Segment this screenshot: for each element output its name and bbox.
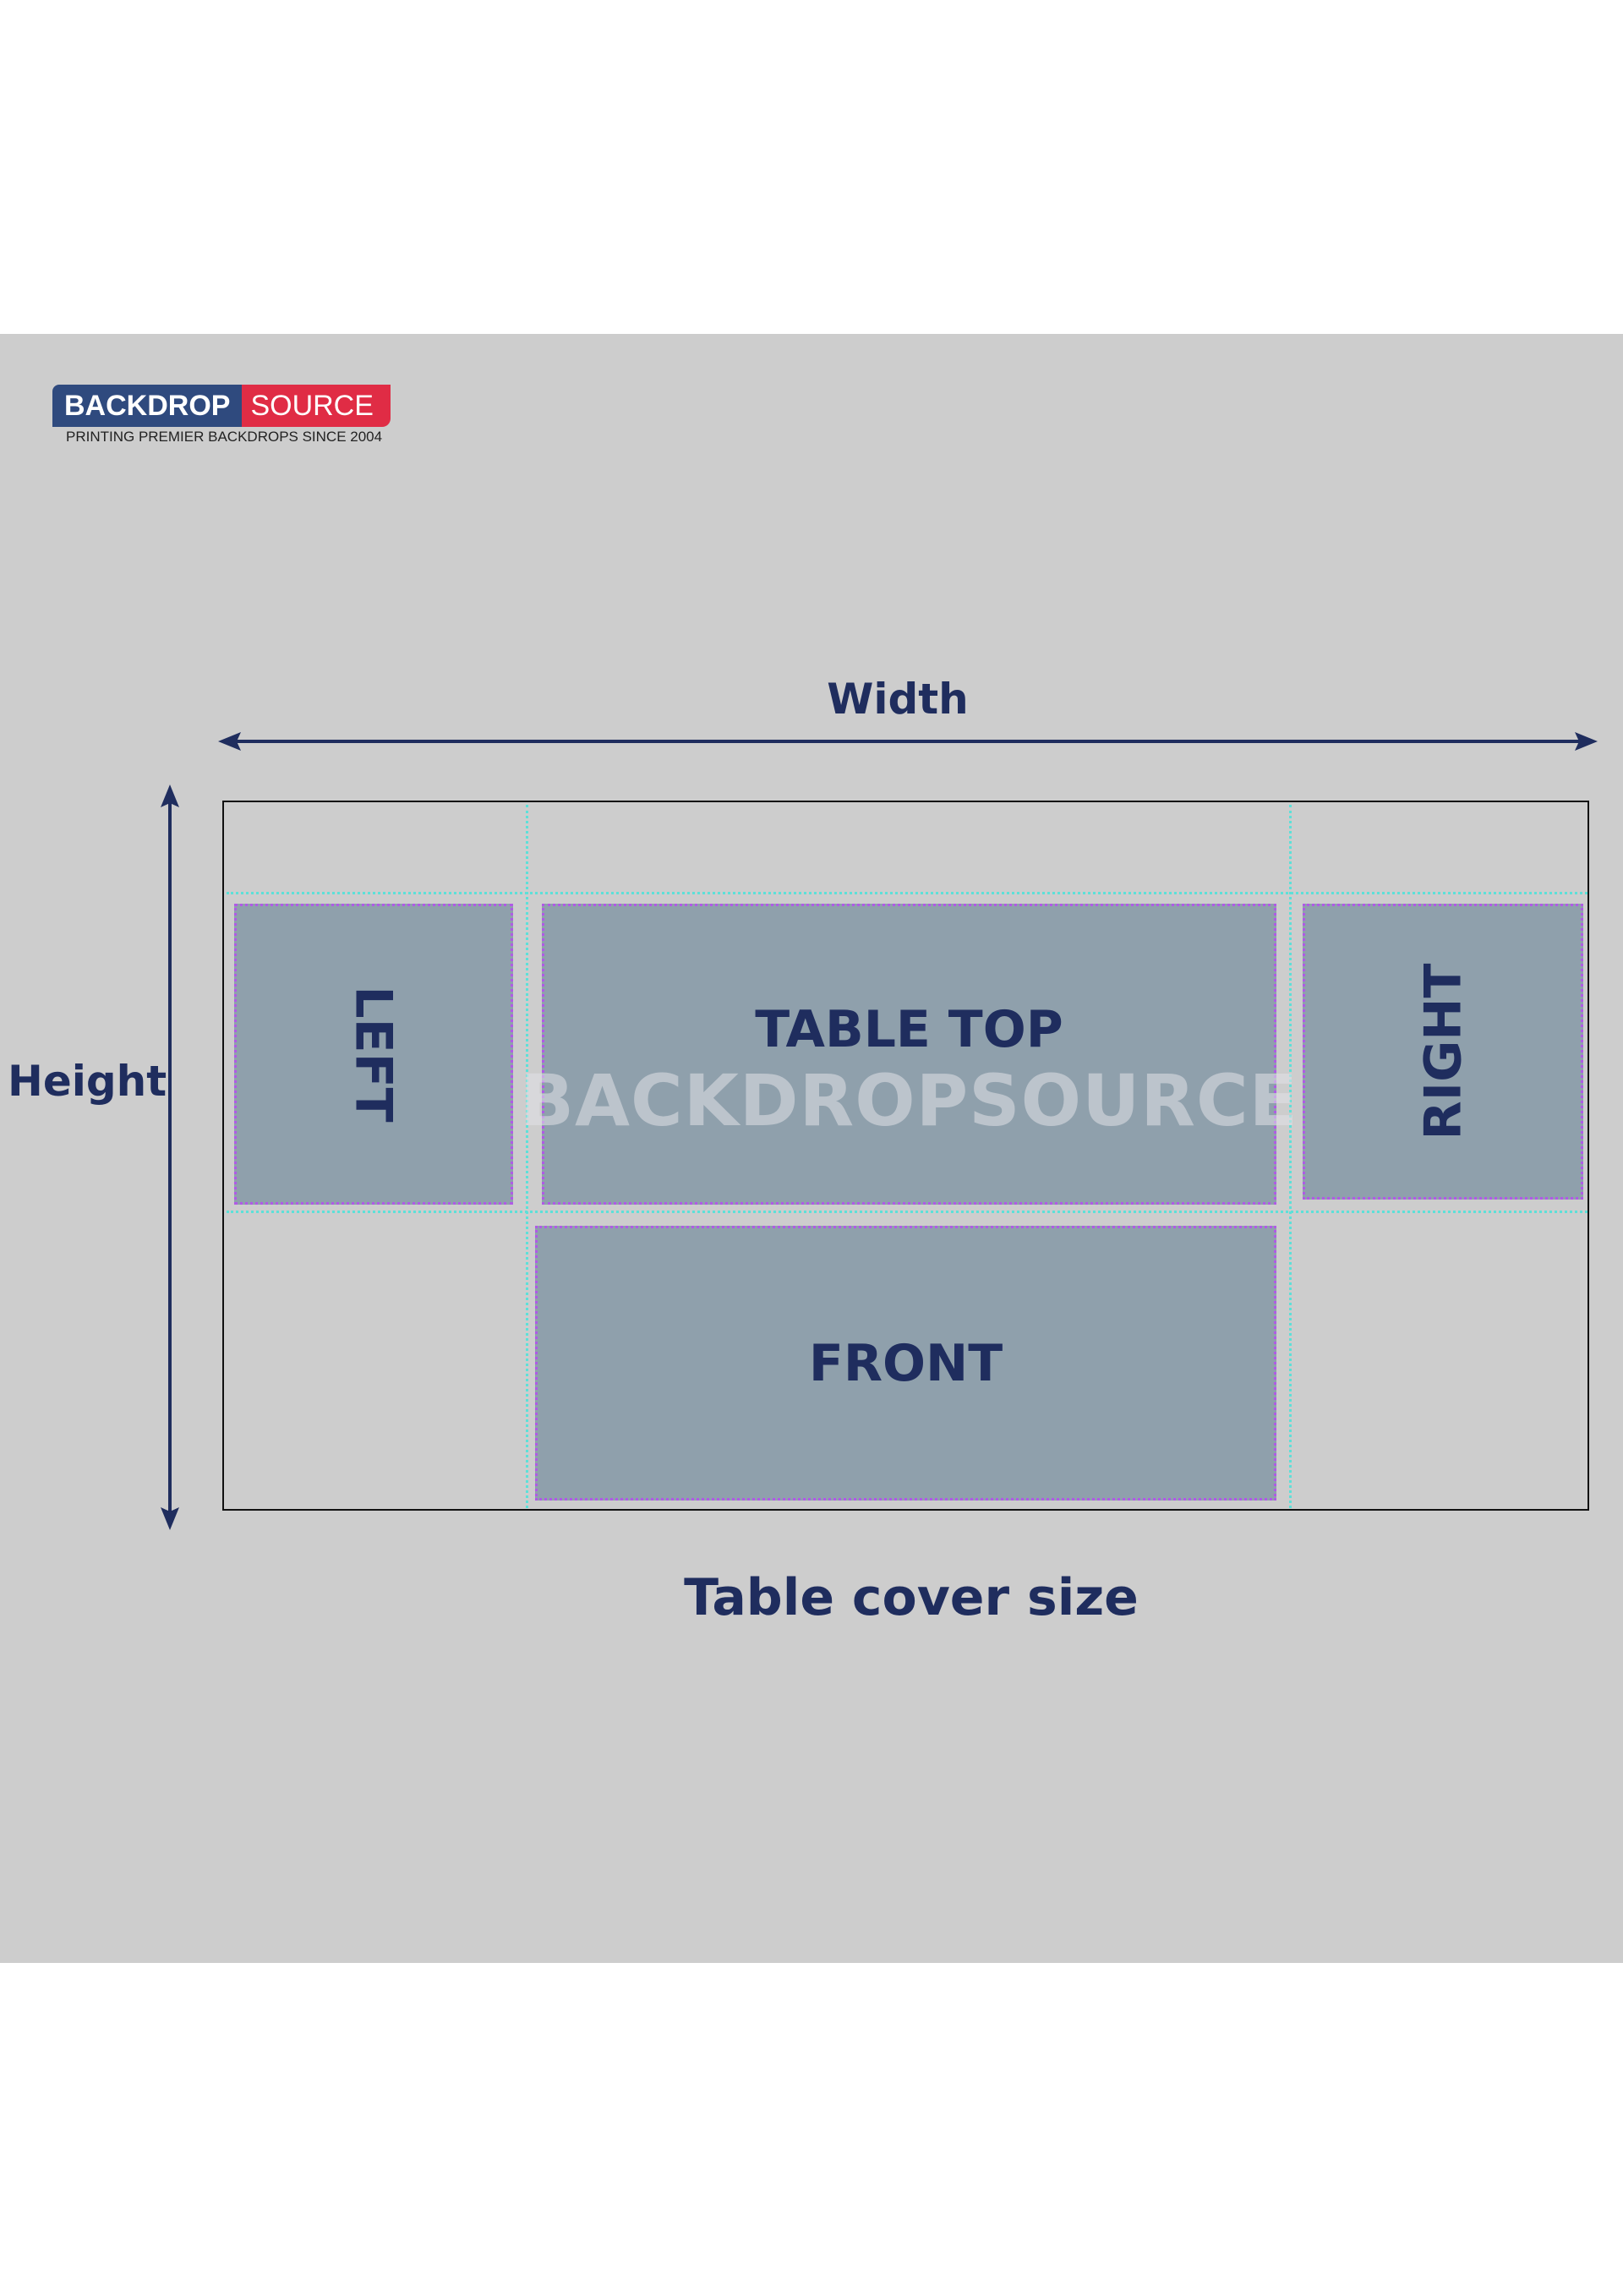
watermark: BACKDROPSOURCE [520, 1059, 1298, 1142]
panel-left-label: LEFT [343, 986, 403, 1123]
width-label: Width [827, 675, 969, 724]
logo-source: SOURCE [242, 385, 391, 427]
width-arrow [218, 732, 1598, 751]
brand-logo: BACKDROP SOURCE [52, 385, 391, 427]
panel-right: RIGHT [1303, 904, 1583, 1200]
panel-right-label: RIGHT [1413, 963, 1473, 1140]
panel-front-label: FRONT [808, 1333, 1003, 1393]
panel-table-top: TABLE TOP BACKDROPSOURCE [520, 904, 1298, 1205]
guide-line [227, 892, 1587, 894]
guide-line [227, 1211, 1587, 1213]
panel-table-top-label: TABLE TOP [755, 1000, 1063, 1059]
height-label: Height [8, 1057, 167, 1106]
panel-left: LEFT [234, 904, 513, 1205]
guide-line [526, 805, 528, 1508]
guide-line [1289, 805, 1292, 1508]
logo-tagline: PRINTING PREMIER BACKDROPS SINCE 2004 [66, 429, 383, 445]
table-cover-outline [222, 801, 1589, 1511]
panel-front: FRONT [535, 1226, 1276, 1501]
caption: Table cover size [684, 1568, 1139, 1627]
height-arrow [161, 784, 179, 1530]
logo-backdrop: BACKDROP [52, 385, 243, 427]
